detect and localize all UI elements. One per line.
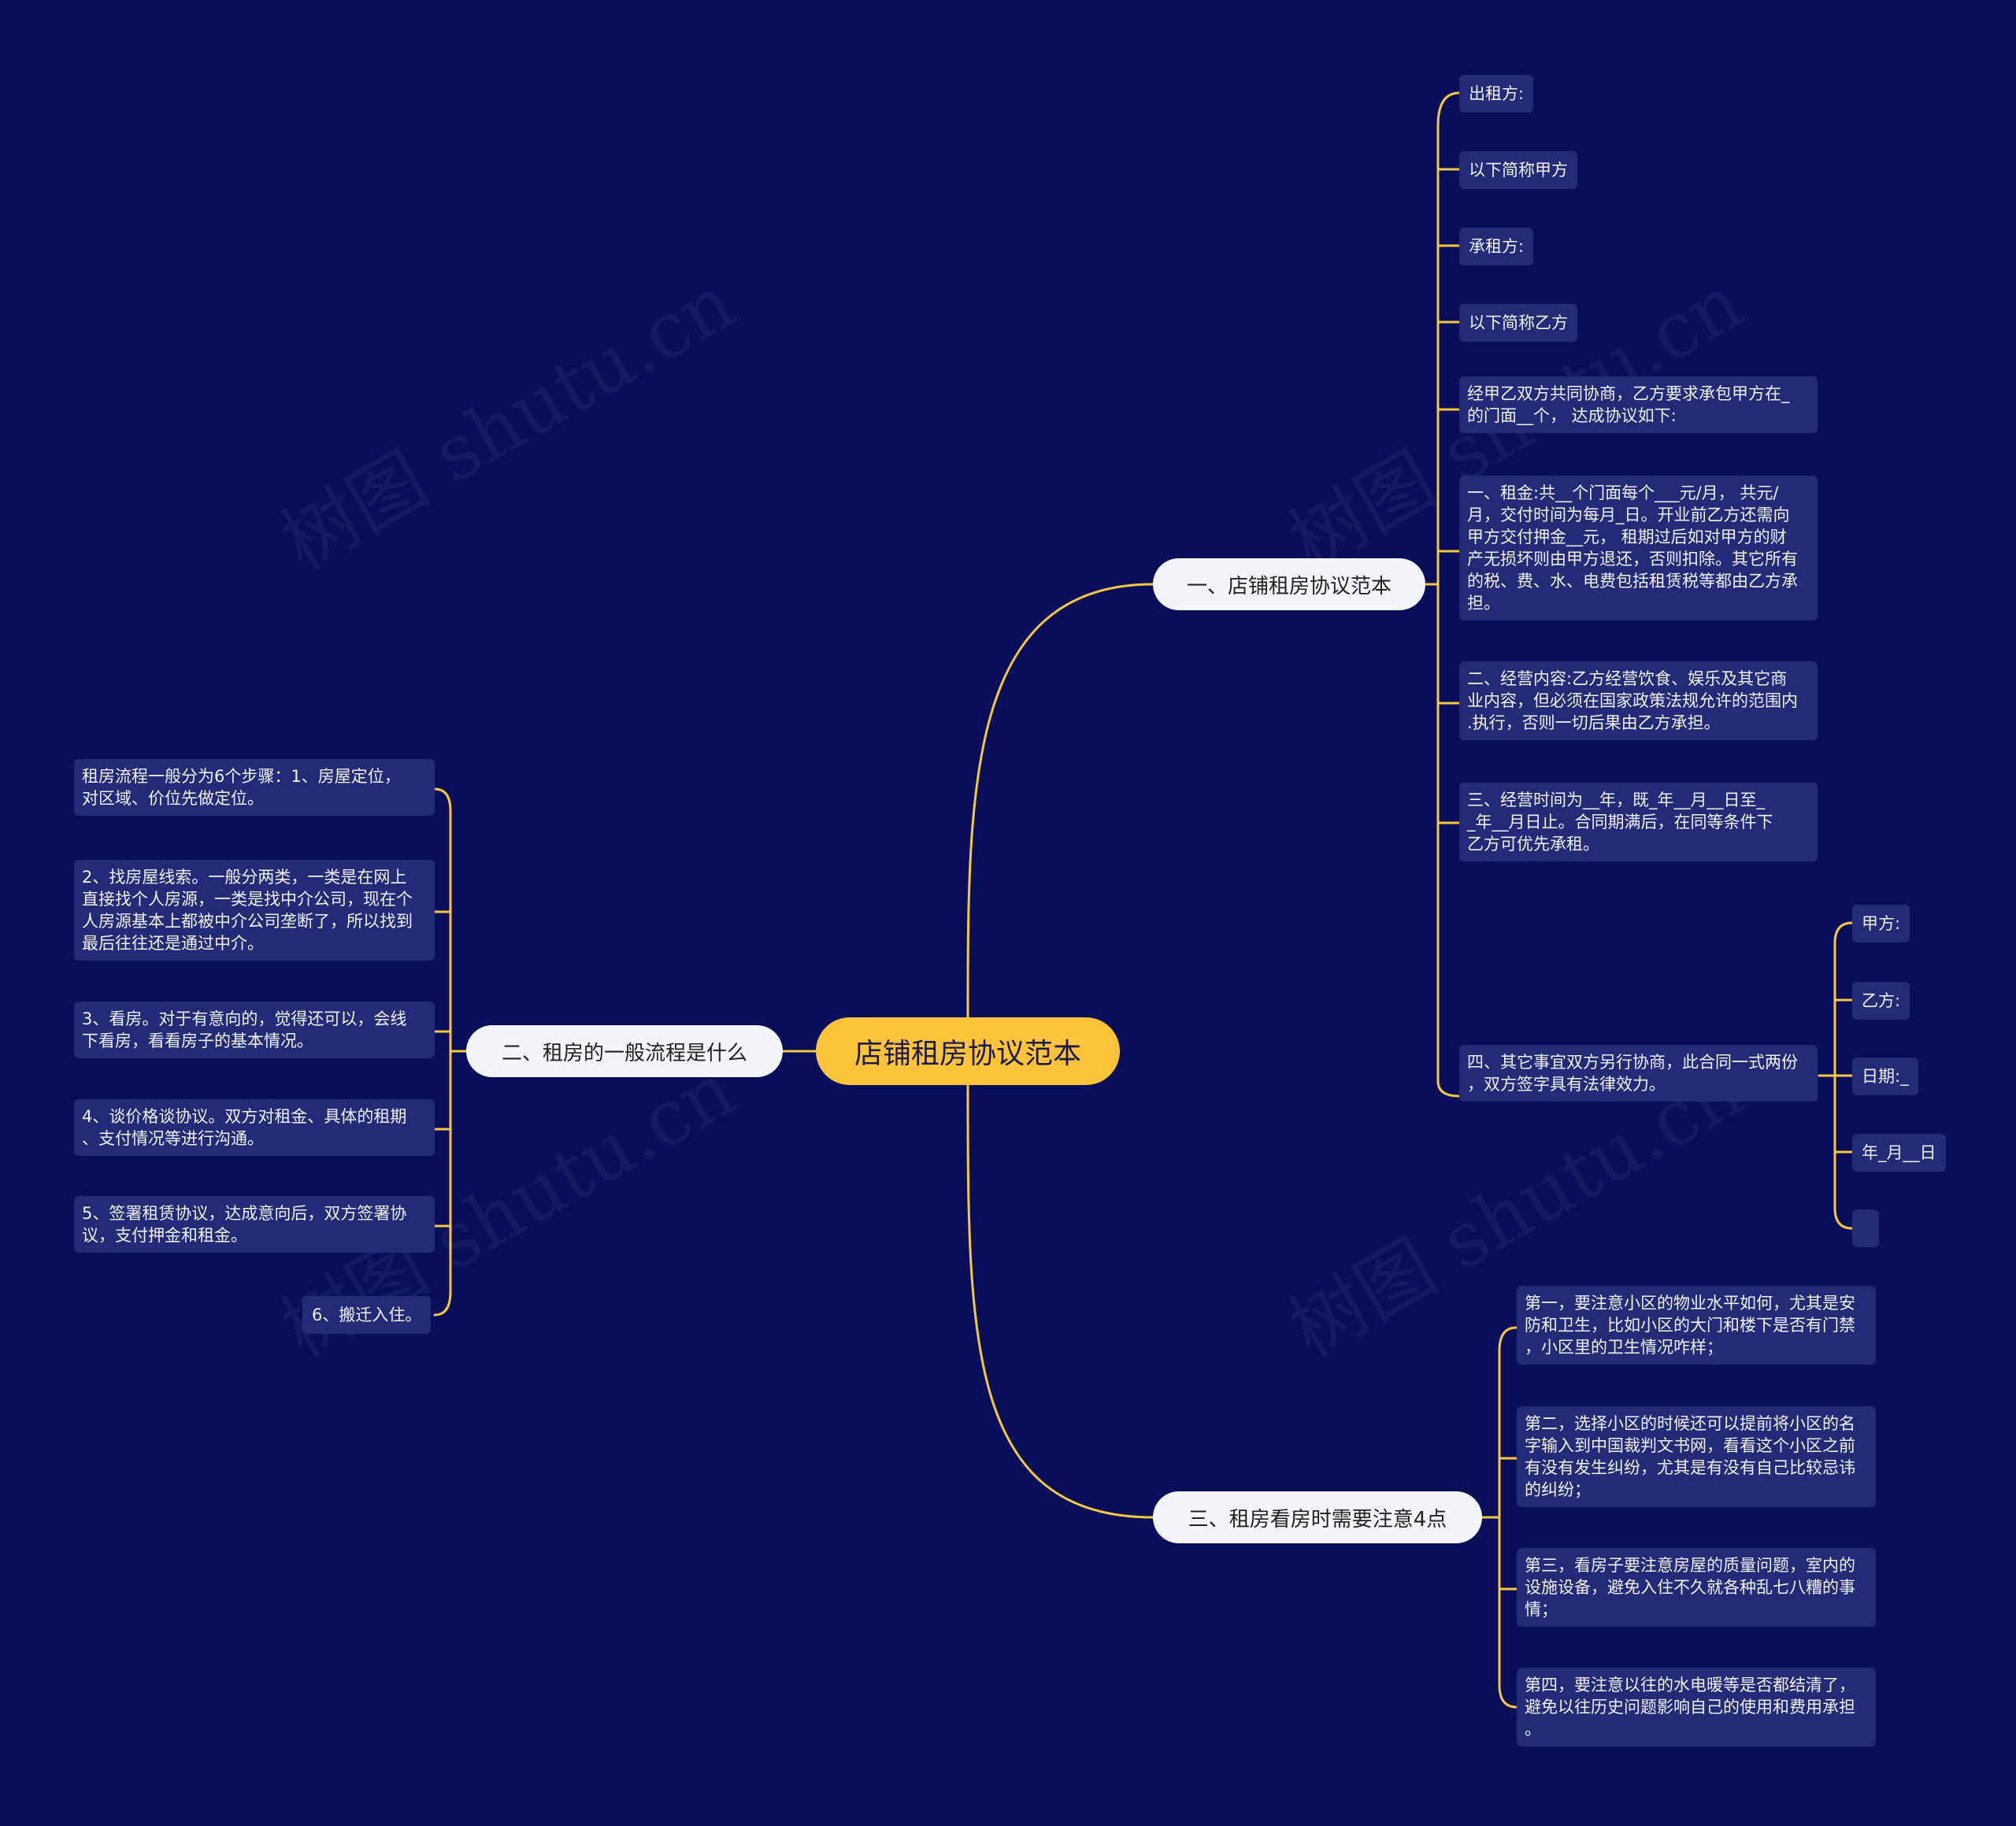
root-topic[interactable]: 店铺租房协议范本	[816, 1017, 1120, 1085]
leaf-lessor[interactable]: 出租方:	[1459, 75, 1534, 113]
leaf-tip-3[interactable]: 第三，看房子要注意房屋的质量问题，室内的 设施设备，避免入住不久就各种乱七八糟的…	[1517, 1548, 1876, 1627]
leaf-process-2[interactable]: 2、找房屋线索。一般分两类，一类是在网上 直接找个人房源，一类是找中介公司，现在…	[74, 860, 435, 961]
link-b1-items1	[1436, 91, 1461, 586]
leaf-sign-date[interactable]: 日期:_	[1852, 1057, 1918, 1095]
leaf-rent-clause[interactable]: 一、租金:共__个门面每个___元/月， 共元/ 月，交付时间为每月_日。开业前…	[1459, 476, 1818, 620]
branch-rental-process[interactable]: 二、租房的一般流程是什么	[466, 1025, 783, 1077]
leaf-lessee[interactable]: 承租方:	[1459, 228, 1534, 265]
leaf-business-clause[interactable]: 二、经营内容:乙方经营饮食、娱乐及其它商 业内容，但必须在国家政策法规允许的范围…	[1459, 661, 1818, 740]
branch-viewing-tips[interactable]: 三、租房看房时需要注意4点	[1153, 1491, 1482, 1543]
leaf-tip-2[interactable]: 第二，选择小区的时候还可以提前将小区的名 字输入到中国裁判文书网，看看这个小区之…	[1517, 1406, 1876, 1507]
leaf-sign-ymd[interactable]: 年_月__日	[1852, 1134, 1946, 1172]
leaf-party-a[interactable]: 以下简称甲方	[1459, 151, 1577, 189]
leaf-tip-4[interactable]: 第四，要注意以往的水电暖等是否都结清了， 避免以往历史问题影响自己的使用和费用承…	[1517, 1668, 1876, 1746]
leaf-sign-a[interactable]: 甲方:	[1852, 905, 1910, 943]
leaf-sign-b[interactable]: 乙方:	[1852, 982, 1910, 1020]
leaf-process-5[interactable]: 5、签署租赁协议，达成意向后，双方签署协 议，支付押金和租金。	[74, 1196, 435, 1253]
leaf-agreement-intro[interactable]: 经甲乙双方共同协商，乙方要求承包甲方在_ 的门面__个， 达成协议如下:	[1459, 376, 1818, 433]
link-root-branch3	[966, 1083, 1154, 1519]
leaf-process-3[interactable]: 3、看房。对于有意向的，觉得还可以，会线 下看房，看看房子的基本情况。	[74, 1002, 435, 1058]
leaf-empty[interactable]	[1852, 1209, 1879, 1247]
leaf-process-1[interactable]: 租房流程一般分为6个步骤：1、房屋定位， 对区域、价位先做定位。	[74, 759, 435, 816]
link-root-branch1	[966, 583, 1154, 1019]
leaf-party-b[interactable]: 以下简称乙方	[1459, 304, 1577, 342]
leaf-process-6[interactable]: 6、搬迁入住。	[302, 1296, 432, 1334]
leaf-term-clause[interactable]: 三、经营时间为__年，既_年__月__日至_ _年__月日止。合同期满后，在同等…	[1459, 783, 1818, 861]
branch-rental-agreement[interactable]: 一、店铺租房协议范本	[1153, 558, 1425, 610]
leaf-other-clause[interactable]: 四、其它事宜双方另行协商，此合同一式两份 ，双方签字具有法律效力。	[1459, 1045, 1818, 1102]
leaf-process-4[interactable]: 4、谈价格谈协议。双方对租金、具体的租期 、支付情况等进行沟通。	[74, 1099, 435, 1156]
leaf-tip-1[interactable]: 第一，要注意小区的物业水平如何，尤其是安 防和卫生，比如小区的大门和楼下是否有门…	[1517, 1286, 1876, 1365]
